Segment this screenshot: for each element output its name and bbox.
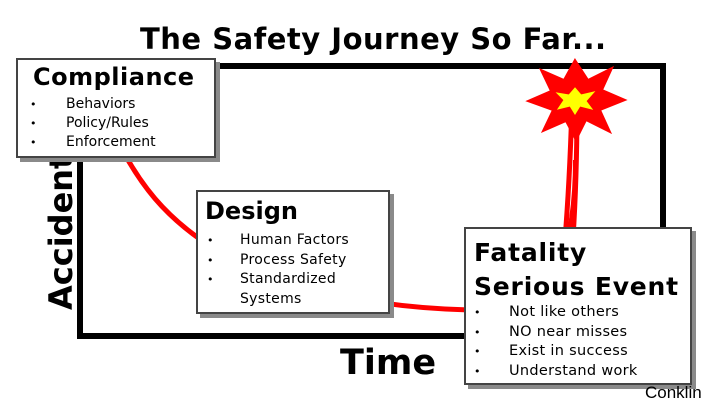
design-list: •Human Factors •Process Safety •Standard… [207,231,349,309]
compliance-box: Compliance •Behaviors •Policy/Rules •Enf… [16,58,216,158]
list-item: •Enforcement [30,134,156,150]
list-item: •Understand work [474,362,638,382]
explosion-core [555,87,596,115]
bullet-icon: • [474,345,481,358]
author-credit: Conklin [645,383,702,402]
y-axis-label: Accidents [42,134,80,310]
bullet-icon: • [474,306,481,319]
bullet-icon: • [474,325,481,339]
bullet-icon: • [207,273,214,286]
list-item: •Policy/Rules [30,115,149,131]
list-item: •Behaviors [30,96,136,112]
bullet-icon: • [207,253,214,267]
bullet-icon: • [30,117,37,130]
list-item: •NO near misses [474,323,638,343]
list-item: •Exist in success [474,342,638,362]
fatality-box: Fatality Serious Event •Not like others … [464,227,692,385]
list-item: •Human Factors [207,231,349,251]
design-heading: Design [205,197,298,225]
serious-event-heading: Serious Event [474,272,679,301]
bullet-icon: • [30,98,37,111]
list-item: •Standardized [207,270,349,290]
bullet-icon: • [30,136,37,149]
bullet-icon: • [207,234,214,247]
list-item: •Process Safety [207,251,349,271]
x-axis-label: Time [340,343,437,383]
bullet-icon: • [474,364,481,378]
fatality-list: •Not like others •NO near misses •Exist … [474,303,638,381]
compliance-list: •Behaviors •Policy/Rules •Enforcement [30,95,156,152]
compliance-heading: Compliance [33,63,195,91]
diagram-title: The Safety Journey So Far... [140,22,607,56]
fatality-heading: Fatality [474,238,588,267]
list-item: Systems [240,290,302,307]
list-item: •Not like others [474,303,638,323]
design-box: Design •Human Factors •Process Safety •S… [196,190,390,314]
